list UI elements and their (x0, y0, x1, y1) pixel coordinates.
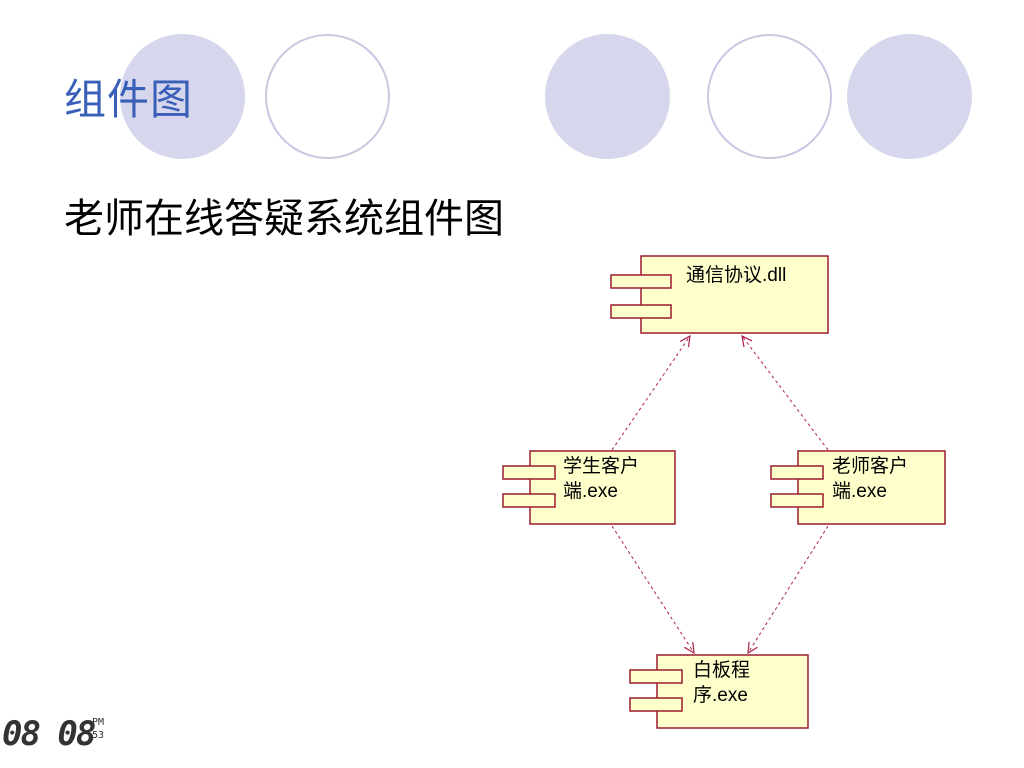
component-icon-port (629, 669, 683, 684)
clock-ampm: PM (92, 717, 105, 728)
decorative-circle-3 (545, 34, 670, 159)
component-icon-port (629, 697, 683, 712)
component-teacher-client: 老师客户 端.exe (770, 450, 946, 525)
component-icon-port (610, 274, 672, 289)
decorative-circle-5 (847, 34, 972, 159)
dependency-teacher-to-whiteboard (748, 525, 829, 653)
clock-time: 08 08 (2, 714, 96, 754)
diagram-subtitle: 老师在线答疑系统组件图 (64, 196, 504, 242)
dependency-teacher-to-protocol (742, 336, 829, 451)
component-teacher-label-line2: 端.exe (832, 480, 887, 502)
component-protocol-dll: 通信协议.dll (610, 255, 829, 334)
decorative-circle-2 (265, 34, 390, 159)
component-teacher-label-line1: 老师客户 (832, 455, 908, 477)
decorative-circle-1 (120, 34, 245, 159)
dependency-student-to-whiteboard (611, 525, 694, 653)
component-icon-port (502, 493, 556, 508)
component-student-label-line2: 端.exe (563, 480, 618, 502)
component-protocol-label: 通信协议.dll (686, 264, 786, 286)
component-whiteboard-label-line1: 白板程 (693, 659, 750, 681)
dependency-student-to-protocol (611, 336, 690, 451)
component-icon-port (610, 304, 672, 319)
clock-seconds: 53 (92, 730, 105, 741)
component-student-client: 学生客户 端.exe (502, 450, 676, 525)
slide-title: 组件图 (64, 75, 194, 124)
component-whiteboard-label-line2: 序.exe (693, 684, 748, 706)
decorative-circle-4 (707, 34, 832, 159)
component-icon-port (770, 493, 824, 508)
clock-meta: PM 53 (92, 716, 104, 742)
component-whiteboard: 白板程 序.exe (629, 654, 809, 729)
component-icon-port (770, 465, 824, 480)
component-student-label-line1: 学生客户 (563, 455, 639, 477)
component-icon-port (502, 465, 556, 480)
